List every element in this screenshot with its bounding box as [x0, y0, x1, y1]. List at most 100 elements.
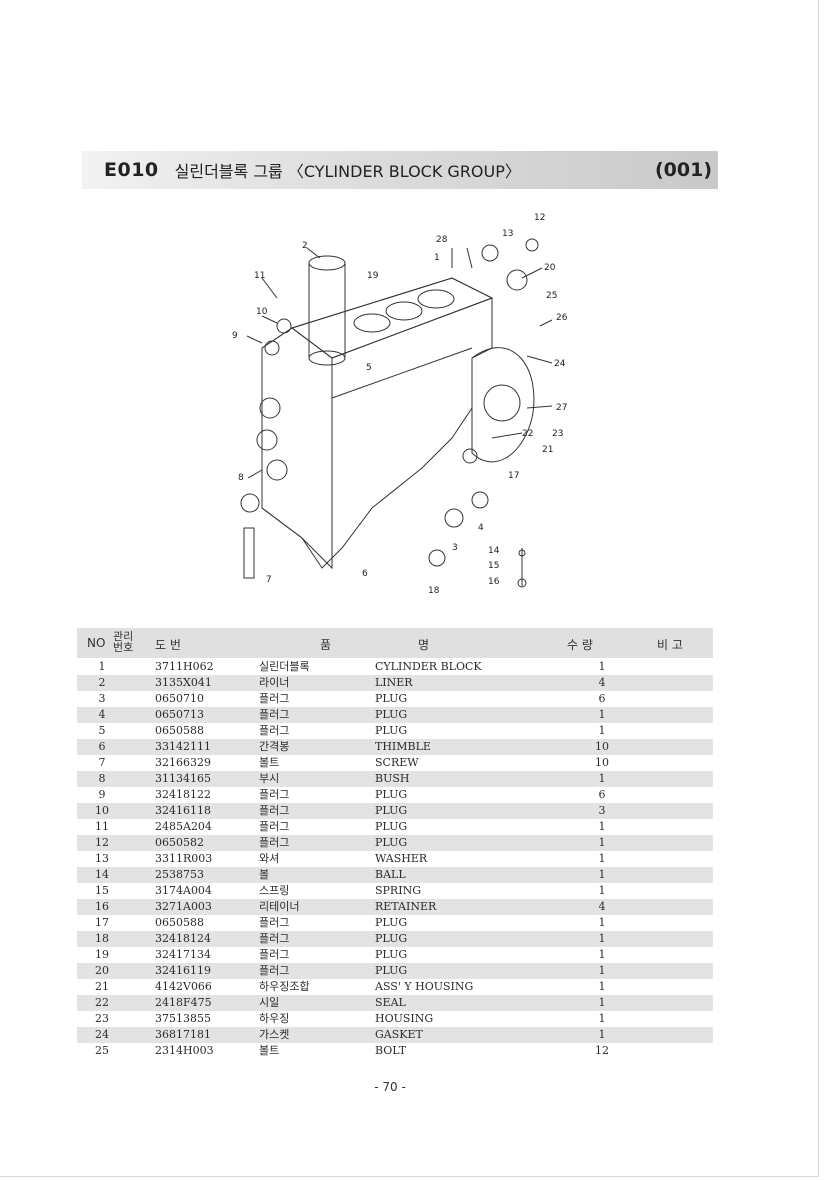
row-part-no: 3711H062 — [155, 660, 214, 673]
header-qty: 수 량 — [567, 638, 593, 652]
section-title-bar: E010 실린더블록 그룹 〈CYLINDER BLOCK GROUP〉 (00… — [82, 151, 718, 189]
row-korean-name: 라이너 — [259, 676, 290, 689]
row-part-no: 31134165 — [155, 772, 211, 785]
callout-12: 12 — [534, 213, 545, 223]
row-english-name: CYLINDER BLOCK — [375, 660, 482, 673]
row-no: 22 — [95, 996, 109, 1009]
row-no: 2 — [98, 676, 106, 689]
callout-23: 23 — [552, 429, 563, 439]
row-part-no: 3174A004 — [155, 884, 212, 897]
row-part-no: 3311R003 — [155, 852, 213, 865]
row-quantity: 1 — [598, 724, 606, 737]
callout-24: 24 — [554, 359, 566, 369]
row-no: 5 — [98, 724, 106, 737]
row-no: 9 — [98, 788, 106, 801]
row-part-no: 2418F475 — [155, 996, 212, 1009]
row-no: 12 — [95, 836, 109, 849]
row-quantity: 4 — [598, 676, 606, 689]
row-english-name: PLUG — [375, 820, 408, 833]
row-english-name: GASKET — [375, 1028, 423, 1041]
row-english-name: THIMBLE — [375, 740, 431, 753]
row-quantity: 1 — [598, 868, 606, 881]
row-no: 25 — [95, 1044, 109, 1057]
row-korean-name: 플러그 — [259, 948, 290, 961]
callout-28: 28 — [436, 235, 448, 245]
parts-table-header: NO 관리 번호 도 번 품 명 수 량 비 고 — [77, 628, 713, 658]
row-quantity: 1 — [598, 964, 606, 977]
callout-27: 27 — [556, 403, 567, 413]
row-english-name: PLUG — [375, 708, 408, 721]
callout-25: 25 — [546, 291, 557, 301]
row-quantity: 10 — [595, 740, 609, 753]
row-no: 20 — [95, 964, 109, 977]
row-korean-name: 시일 — [259, 996, 280, 1009]
row-english-name: HOUSING — [375, 1012, 434, 1025]
header-remark: 비 고 — [657, 638, 683, 652]
row-part-no: 3135X041 — [155, 676, 212, 689]
header-no: NO — [87, 636, 106, 650]
callout-1: 1 — [434, 253, 440, 263]
row-korean-name: 실린더블록 — [259, 660, 310, 673]
row-korean-name: 플러그 — [259, 820, 290, 833]
callout-17: 17 — [508, 471, 519, 481]
header-name-b: 명 — [418, 638, 430, 652]
callout-21: 21 — [542, 445, 553, 455]
row-part-no: 32418122 — [155, 788, 211, 801]
row-english-name: RETAINER — [375, 900, 437, 913]
row-korean-name: 와셔 — [259, 852, 280, 865]
row-part-no: 0650713 — [155, 708, 204, 721]
section-code: E010 — [104, 159, 159, 181]
row-part-no: 32416119 — [155, 964, 211, 977]
row-part-no: 2485A204 — [155, 820, 212, 833]
row-part-no: 32417134 — [155, 948, 211, 961]
row-english-name: WASHER — [375, 852, 428, 865]
header-part-no: 도 번 — [155, 638, 181, 652]
row-part-no: 0650582 — [155, 836, 204, 849]
row-no: 24 — [95, 1028, 109, 1041]
row-part-no: 32166329 — [155, 756, 211, 769]
row-quantity: 1 — [598, 820, 606, 833]
callout-4: 4 — [478, 523, 484, 533]
header-mgmt-no: 관리 번호 — [113, 630, 134, 654]
front-plug-d — [240, 493, 260, 513]
row-no: 21 — [95, 980, 109, 993]
row-korean-name: 플러그 — [259, 788, 290, 801]
row-no: 6 — [98, 740, 106, 753]
row-korean-name: 플러그 — [259, 708, 290, 721]
callout-11: 11 — [254, 271, 265, 281]
row-english-name: SCREW — [375, 756, 419, 769]
row-no: 10 — [95, 804, 109, 817]
row-quantity: 1 — [598, 916, 606, 929]
row-quantity: 6 — [598, 788, 606, 801]
callout-18: 18 — [428, 586, 440, 596]
row-korean-name: 플러그 — [259, 964, 290, 977]
row-english-name: PLUG — [375, 692, 408, 705]
row-english-name: LINER — [375, 676, 413, 689]
bore-2 — [385, 301, 423, 321]
row-part-no: 2314H003 — [155, 1044, 214, 1057]
row-english-name: SEAL — [375, 996, 406, 1009]
front-plug-a — [259, 397, 281, 419]
page-number: - 70 - — [374, 1080, 406, 1094]
header-name-a: 품 — [320, 638, 332, 652]
callout-5: 5 — [366, 363, 372, 373]
row-part-no: 3271A003 — [155, 900, 212, 913]
row-quantity: 12 — [595, 1044, 609, 1057]
row-quantity: 4 — [598, 900, 606, 913]
row-quantity: 1 — [598, 1028, 606, 1041]
row-no: 3 — [98, 692, 106, 705]
row-quantity: 1 — [598, 980, 606, 993]
